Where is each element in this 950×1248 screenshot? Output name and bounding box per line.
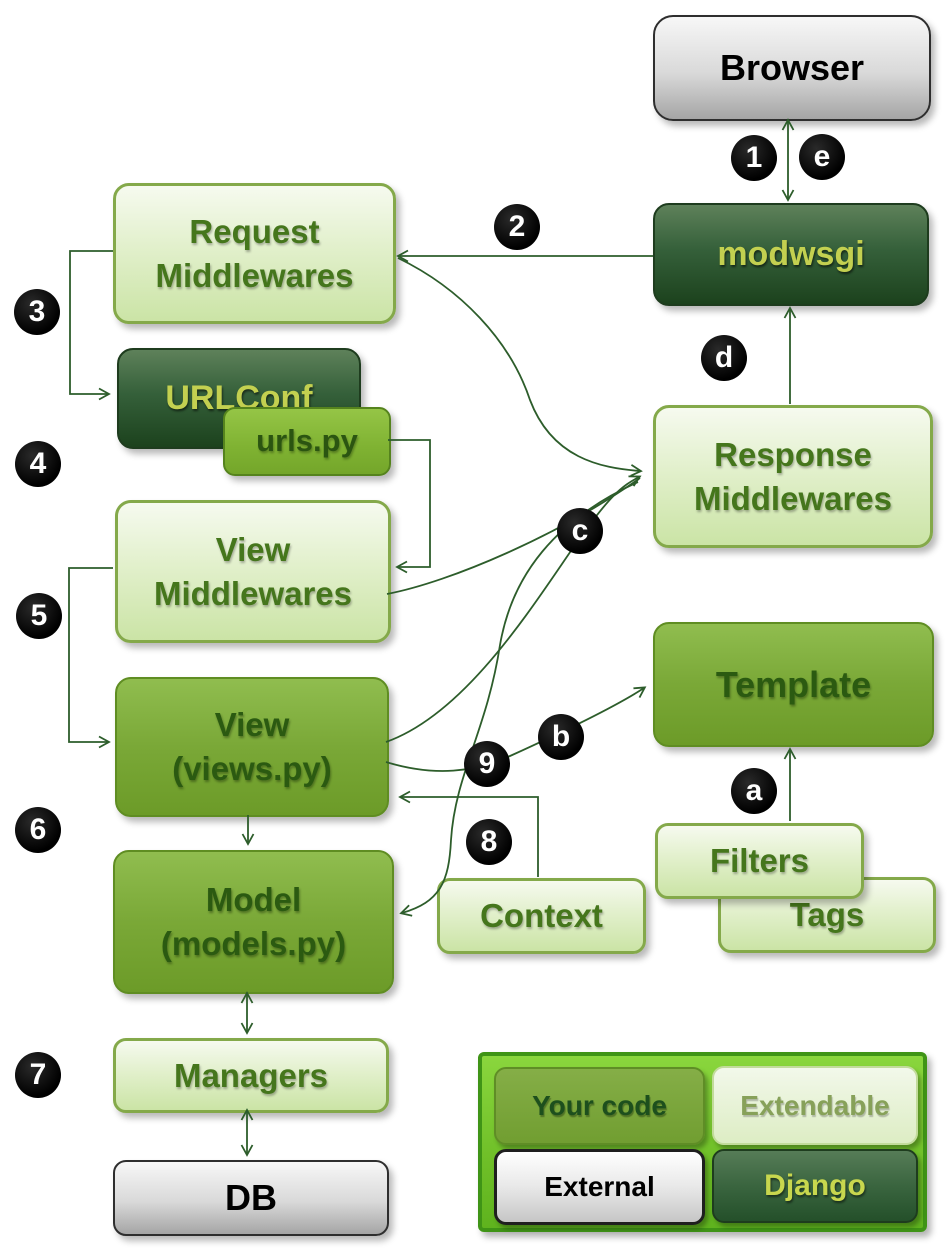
step-badge-c: c bbox=[557, 508, 603, 554]
arrow-4-urlspy-to-view-middlewares bbox=[388, 439, 431, 574]
node-managers: Managers bbox=[113, 1038, 389, 1113]
node-label: Middlewares bbox=[155, 256, 354, 294]
node-label: Managers bbox=[173, 1056, 329, 1094]
step-badge-a: a bbox=[731, 768, 777, 814]
node-label: Browser bbox=[719, 47, 865, 89]
node-request-middlewares: Request Middlewares bbox=[113, 183, 396, 324]
node-label: Filters bbox=[709, 842, 810, 880]
arrow-3-request-middlewares-to-urlconf bbox=[69, 250, 113, 401]
step-badge-6: 6 bbox=[15, 807, 61, 853]
node-model: Model (models.py) bbox=[113, 850, 394, 994]
step-badge-b: b bbox=[538, 714, 584, 760]
node-label: Context bbox=[480, 897, 603, 935]
curve-request-middlewares-to-response-middlewares bbox=[397, 257, 643, 477]
step-badge-e: e bbox=[799, 134, 845, 180]
legend-item-extendable: Extendable bbox=[712, 1066, 918, 1145]
legend-label: External bbox=[544, 1171, 655, 1202]
node-filters: Filters bbox=[655, 823, 864, 899]
node-label: Response bbox=[714, 435, 872, 473]
legend-label: Your code bbox=[532, 1090, 667, 1121]
step-badge-8: 8 bbox=[466, 819, 512, 865]
node-label: urls.py bbox=[256, 423, 358, 459]
node-label: Middlewares bbox=[153, 574, 353, 612]
step-badge-d: d bbox=[701, 335, 747, 381]
arrow-5-view-middlewares-to-view bbox=[68, 567, 113, 749]
node-label: Model bbox=[205, 881, 302, 919]
legend-label: Django bbox=[764, 1169, 866, 1202]
node-label: (models.py) bbox=[160, 925, 347, 962]
node-label: Template bbox=[715, 663, 872, 705]
legend-panel: Your code Extendable External Django bbox=[478, 1052, 927, 1232]
legend-item-external: External bbox=[494, 1149, 705, 1225]
node-label: modwsgi bbox=[717, 235, 865, 274]
node-response-middlewares: Response Middlewares bbox=[653, 405, 933, 548]
node-browser: Browser bbox=[653, 15, 931, 121]
step-badge-4: 4 bbox=[15, 441, 61, 487]
step-badge-5: 5 bbox=[16, 593, 62, 639]
curve-to-model bbox=[399, 481, 639, 917]
node-label: Middlewares bbox=[693, 479, 893, 517]
node-urls-py: urls.py bbox=[223, 407, 391, 476]
step-badge-7: 7 bbox=[15, 1052, 61, 1098]
node-label: View bbox=[214, 706, 290, 744]
curve-c-view-to-response-middlewares bbox=[385, 475, 642, 743]
legend-item-django: Django bbox=[712, 1149, 918, 1223]
node-context: Context bbox=[437, 878, 646, 954]
node-label: Tags bbox=[789, 896, 865, 934]
node-label: View bbox=[215, 530, 291, 568]
node-modwsgi: modwsgi bbox=[653, 203, 929, 306]
node-view-middlewares: View Middlewares bbox=[115, 500, 391, 643]
step-badge-9: 9 bbox=[464, 741, 510, 787]
step-badge-1: 1 bbox=[731, 135, 777, 181]
legend-label: Extendable bbox=[740, 1089, 890, 1121]
curve-b-view-to-template bbox=[385, 686, 647, 772]
node-label: Request bbox=[189, 212, 320, 250]
node-label: DB bbox=[225, 1177, 277, 1219]
node-view: View (views.py) bbox=[115, 677, 389, 817]
node-template: Template bbox=[653, 622, 934, 747]
step-badge-2: 2 bbox=[494, 204, 540, 250]
node-label: (views.py) bbox=[172, 750, 332, 787]
step-badge-3: 3 bbox=[14, 289, 60, 335]
legend-item-your-code: Your code bbox=[494, 1067, 705, 1145]
node-db: DB bbox=[113, 1160, 389, 1236]
